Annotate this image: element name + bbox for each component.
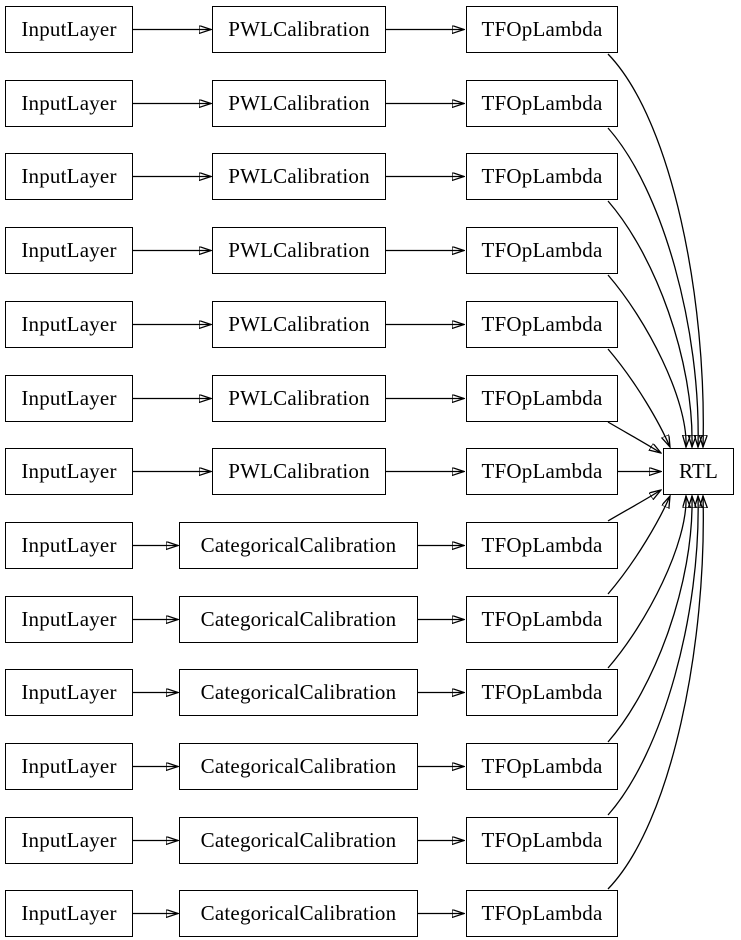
node-tfop-lambda: TFOpLambda	[466, 80, 618, 127]
node-tfop-lambda: TFOpLambda	[466, 743, 618, 790]
node-categorical-calibration: CategoricalCalibration	[179, 669, 418, 716]
node-tfop-lambda: TFOpLambda	[466, 522, 618, 569]
node-input-layer: InputLayer	[5, 890, 133, 937]
edge-lambda-rtl	[607, 200, 692, 447]
node-tfop-lambda: TFOpLambda	[466, 669, 618, 716]
edge-lambda-rtl	[607, 496, 698, 816]
node-input-layer: InputLayer	[5, 80, 133, 127]
edge-lambda-rtl	[607, 490, 661, 522]
node-categorical-calibration: CategoricalCalibration	[179, 522, 418, 569]
node-tfop-lambda: TFOpLambda	[466, 890, 618, 937]
node-input-layer: InputLayer	[5, 6, 133, 53]
node-pwl-calibration: PWLCalibration	[212, 227, 386, 274]
node-input-layer: InputLayer	[5, 522, 133, 569]
node-input-layer: InputLayer	[5, 448, 133, 495]
node-tfop-lambda: TFOpLambda	[466, 301, 618, 348]
node-pwl-calibration: PWLCalibration	[212, 6, 386, 53]
node-pwl-calibration: PWLCalibration	[212, 301, 386, 348]
node-tfop-lambda: TFOpLambda	[466, 153, 618, 200]
node-input-layer: InputLayer	[5, 375, 133, 422]
node-tfop-lambda: TFOpLambda	[466, 817, 618, 864]
edge-lambda-rtl	[607, 496, 703, 890]
node-input-layer: InputLayer	[5, 669, 133, 716]
node-categorical-calibration: CategoricalCalibration	[179, 596, 418, 643]
node-input-layer: InputLayer	[5, 817, 133, 864]
node-pwl-calibration: PWLCalibration	[212, 448, 386, 495]
edge-lambda-rtl	[607, 127, 698, 447]
node-tfop-lambda: TFOpLambda	[466, 6, 618, 53]
node-input-layer: InputLayer	[5, 596, 133, 643]
edge-lambda-rtl	[607, 496, 686, 669]
edge-lambda-rtl	[607, 53, 703, 447]
node-input-layer: InputLayer	[5, 743, 133, 790]
node-pwl-calibration: PWLCalibration	[212, 375, 386, 422]
node-input-layer: InputLayer	[5, 227, 133, 274]
node-input-layer: InputLayer	[5, 153, 133, 200]
node-pwl-calibration: PWLCalibration	[212, 153, 386, 200]
node-rtl: RTL	[663, 448, 734, 495]
node-tfop-lambda: TFOpLambda	[466, 227, 618, 274]
node-input-layer: InputLayer	[5, 301, 133, 348]
node-categorical-calibration: CategoricalCalibration	[179, 890, 418, 937]
node-tfop-lambda: TFOpLambda	[466, 375, 618, 422]
node-pwl-calibration: PWLCalibration	[212, 80, 386, 127]
edge-lambda-rtl	[607, 496, 692, 743]
edge-lambda-rtl	[607, 274, 686, 447]
node-categorical-calibration: CategoricalCalibration	[179, 817, 418, 864]
edge-lambda-rtl	[607, 348, 670, 447]
node-categorical-calibration: CategoricalCalibration	[179, 743, 418, 790]
edge-lambda-rtl	[607, 421, 661, 453]
node-tfop-lambda: TFOpLambda	[466, 448, 618, 495]
node-tfop-lambda: TFOpLambda	[466, 596, 618, 643]
edge-lambda-rtl	[607, 496, 670, 595]
